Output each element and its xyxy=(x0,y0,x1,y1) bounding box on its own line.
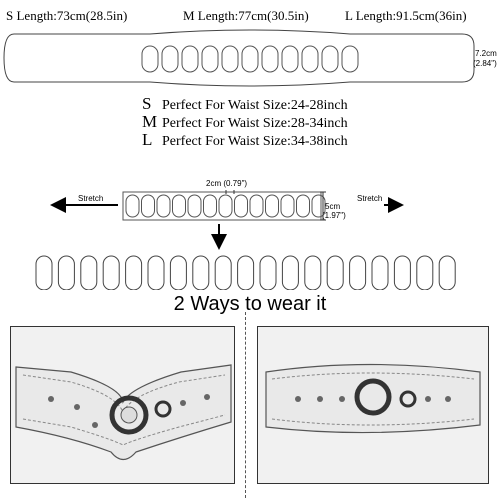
waist-size-l-line: L Perfect For Waist Size:34-38inch xyxy=(142,130,348,150)
elastic-link xyxy=(172,194,186,218)
elastic-link xyxy=(201,45,219,73)
elastic-link xyxy=(80,255,98,290)
wear-style-photo-2 xyxy=(257,326,489,484)
small-strip-links xyxy=(125,194,326,218)
elastic-link xyxy=(234,194,248,218)
waist-size-m-text: Perfect For Waist Size:28-34inch xyxy=(162,116,348,131)
elastic-link xyxy=(35,255,53,290)
width-inch-label: (2.84") xyxy=(473,59,497,68)
elastic-link xyxy=(181,45,199,73)
elastic-link xyxy=(57,255,75,290)
elastic-link xyxy=(218,194,233,218)
vertical-divider xyxy=(245,312,246,498)
elastic-link xyxy=(280,194,295,218)
size-letter-l: L xyxy=(142,130,153,149)
elastic-link xyxy=(416,255,434,290)
elastic-link xyxy=(265,194,279,218)
width-cm-label: 7.2cm xyxy=(475,49,497,58)
elastic-link xyxy=(321,45,339,73)
elastic-link xyxy=(169,255,187,290)
waist-size-s-line: S Perfect For Waist Size:24-28inch xyxy=(142,94,348,114)
elastic-link xyxy=(141,194,155,218)
elastic-link xyxy=(349,255,367,290)
size-letter-m: M xyxy=(142,112,158,131)
elastic-link xyxy=(438,255,456,290)
elastic-link xyxy=(187,194,202,218)
waist-size-s-text: Perfect For Waist Size:24-28inch xyxy=(162,98,348,113)
elastic-link xyxy=(371,255,389,290)
elastic-link xyxy=(147,255,165,290)
height-cm-label: 5cm xyxy=(325,202,341,211)
elastic-link xyxy=(125,194,140,218)
elastic-link xyxy=(125,255,143,290)
ways-title: 2 Ways to wear it xyxy=(173,293,327,315)
elastic-link xyxy=(281,255,299,290)
stretch-left-label: Stretch xyxy=(78,194,104,203)
stretch-right-label: Stretch xyxy=(357,194,383,203)
m-length-label: M Length:77cm(30.5in) xyxy=(183,8,309,23)
elastic-link xyxy=(296,194,310,218)
elastic-link xyxy=(259,255,277,290)
belt-outline-diagram xyxy=(3,29,475,87)
elastic-link xyxy=(304,255,322,290)
elastic-link xyxy=(249,194,264,218)
elastic-link xyxy=(237,255,255,290)
gap-dimension-label: 2cm (0.79") xyxy=(206,179,248,188)
elastic-link xyxy=(221,45,239,73)
wear-style-photo-1 xyxy=(10,326,235,484)
height-inch-label: (1.97") xyxy=(322,211,346,220)
small-strip-frame xyxy=(122,191,322,221)
elastic-link xyxy=(161,45,179,73)
size-letter-s: S xyxy=(142,94,152,113)
elastic-link xyxy=(281,45,299,73)
l-length-label: L Length:91.5cm(36in) xyxy=(345,8,467,23)
s-length-label: S Length:73cm(28.5in) xyxy=(6,8,128,23)
elastic-link xyxy=(241,45,259,73)
stretch-diagram xyxy=(35,190,456,290)
elastic-link xyxy=(326,255,344,290)
top-belt-elastic-links xyxy=(141,45,359,73)
elastic-link xyxy=(301,45,319,73)
elastic-link xyxy=(311,194,326,218)
elastic-link xyxy=(203,194,217,218)
elastic-link xyxy=(261,45,279,73)
elastic-link xyxy=(393,255,411,290)
elastic-link xyxy=(156,194,171,218)
waist-size-l-text: Perfect For Waist Size:34-38inch xyxy=(162,134,348,149)
elastic-link xyxy=(214,255,232,290)
stretched-strip-links xyxy=(35,255,456,290)
elastic-link xyxy=(341,45,359,73)
elastic-link xyxy=(141,45,159,73)
elastic-link xyxy=(192,255,210,290)
elastic-link xyxy=(102,255,120,290)
waist-size-m-line: M Perfect For Waist Size:28-34inch xyxy=(142,112,348,132)
